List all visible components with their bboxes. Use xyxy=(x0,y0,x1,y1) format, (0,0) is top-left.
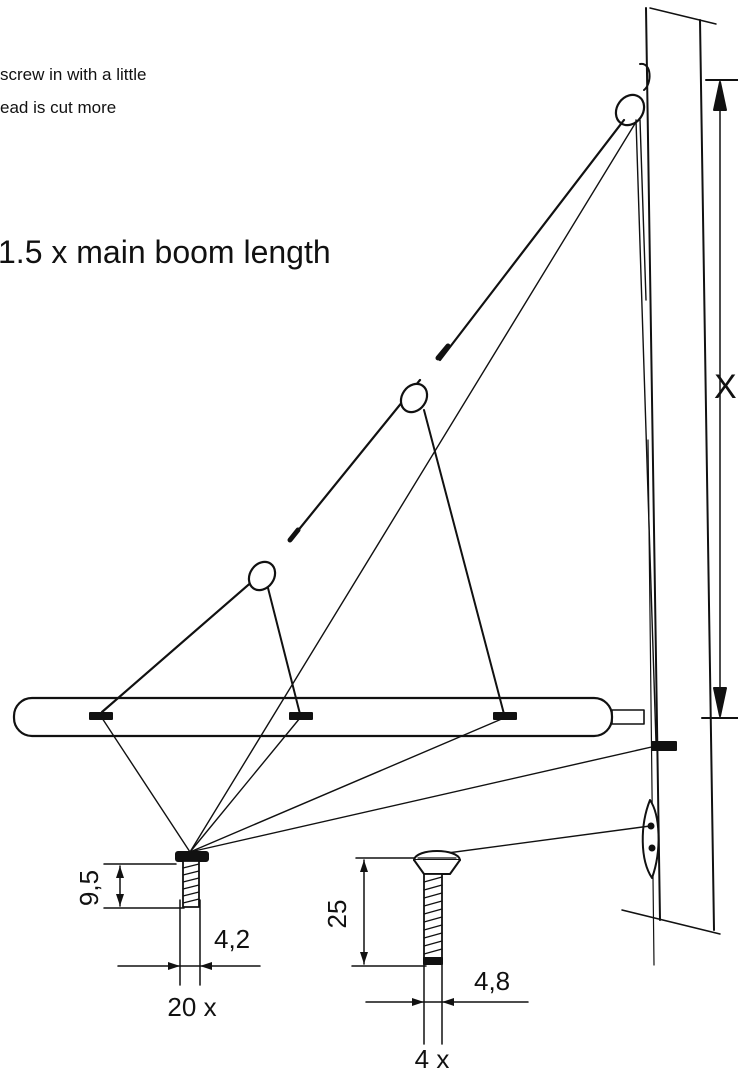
instruction-text-line-1: screw in with a little xyxy=(0,65,147,84)
length-note: 1.5 x main boom length xyxy=(0,234,331,270)
large-screw-diameter-label: 4,8 xyxy=(474,966,510,996)
boom-eye-1 xyxy=(89,712,113,720)
boom-eye-3 xyxy=(493,712,517,720)
bridle-lines xyxy=(267,409,505,715)
large-screw-quantity-label: 4 x xyxy=(415,1044,450,1074)
masthead-block xyxy=(614,62,651,127)
large-screw-length-label: 25 xyxy=(322,900,352,929)
small-screw-quantity-label: 20 x xyxy=(167,992,216,1022)
large-screw xyxy=(413,850,461,965)
mast-height-label: X xyxy=(714,368,737,406)
small-screw-diameter-dimension xyxy=(117,899,261,986)
mast-eye xyxy=(651,741,677,751)
small-screw-diameter-label: 4,2 xyxy=(214,924,250,954)
small-screw xyxy=(175,851,209,908)
arrow-down-icon xyxy=(713,687,727,717)
lower-block xyxy=(247,527,301,592)
middle-block xyxy=(399,343,451,414)
boom xyxy=(12,696,645,738)
small-screw-length-dimension xyxy=(103,863,185,909)
arrow-up-icon xyxy=(713,81,727,111)
large-screw-diameter-dimension xyxy=(365,959,529,1045)
large-screw-length-dimension xyxy=(351,857,427,967)
small-screw-length-label: 9,5 xyxy=(74,870,104,906)
boom-eye-2 xyxy=(289,712,313,720)
mast-height-dimension xyxy=(701,79,738,719)
cleat xyxy=(641,799,660,879)
control-lines xyxy=(101,119,657,855)
instruction-text-line-2: ead is cut more xyxy=(0,98,117,117)
stay-lines xyxy=(100,118,626,714)
